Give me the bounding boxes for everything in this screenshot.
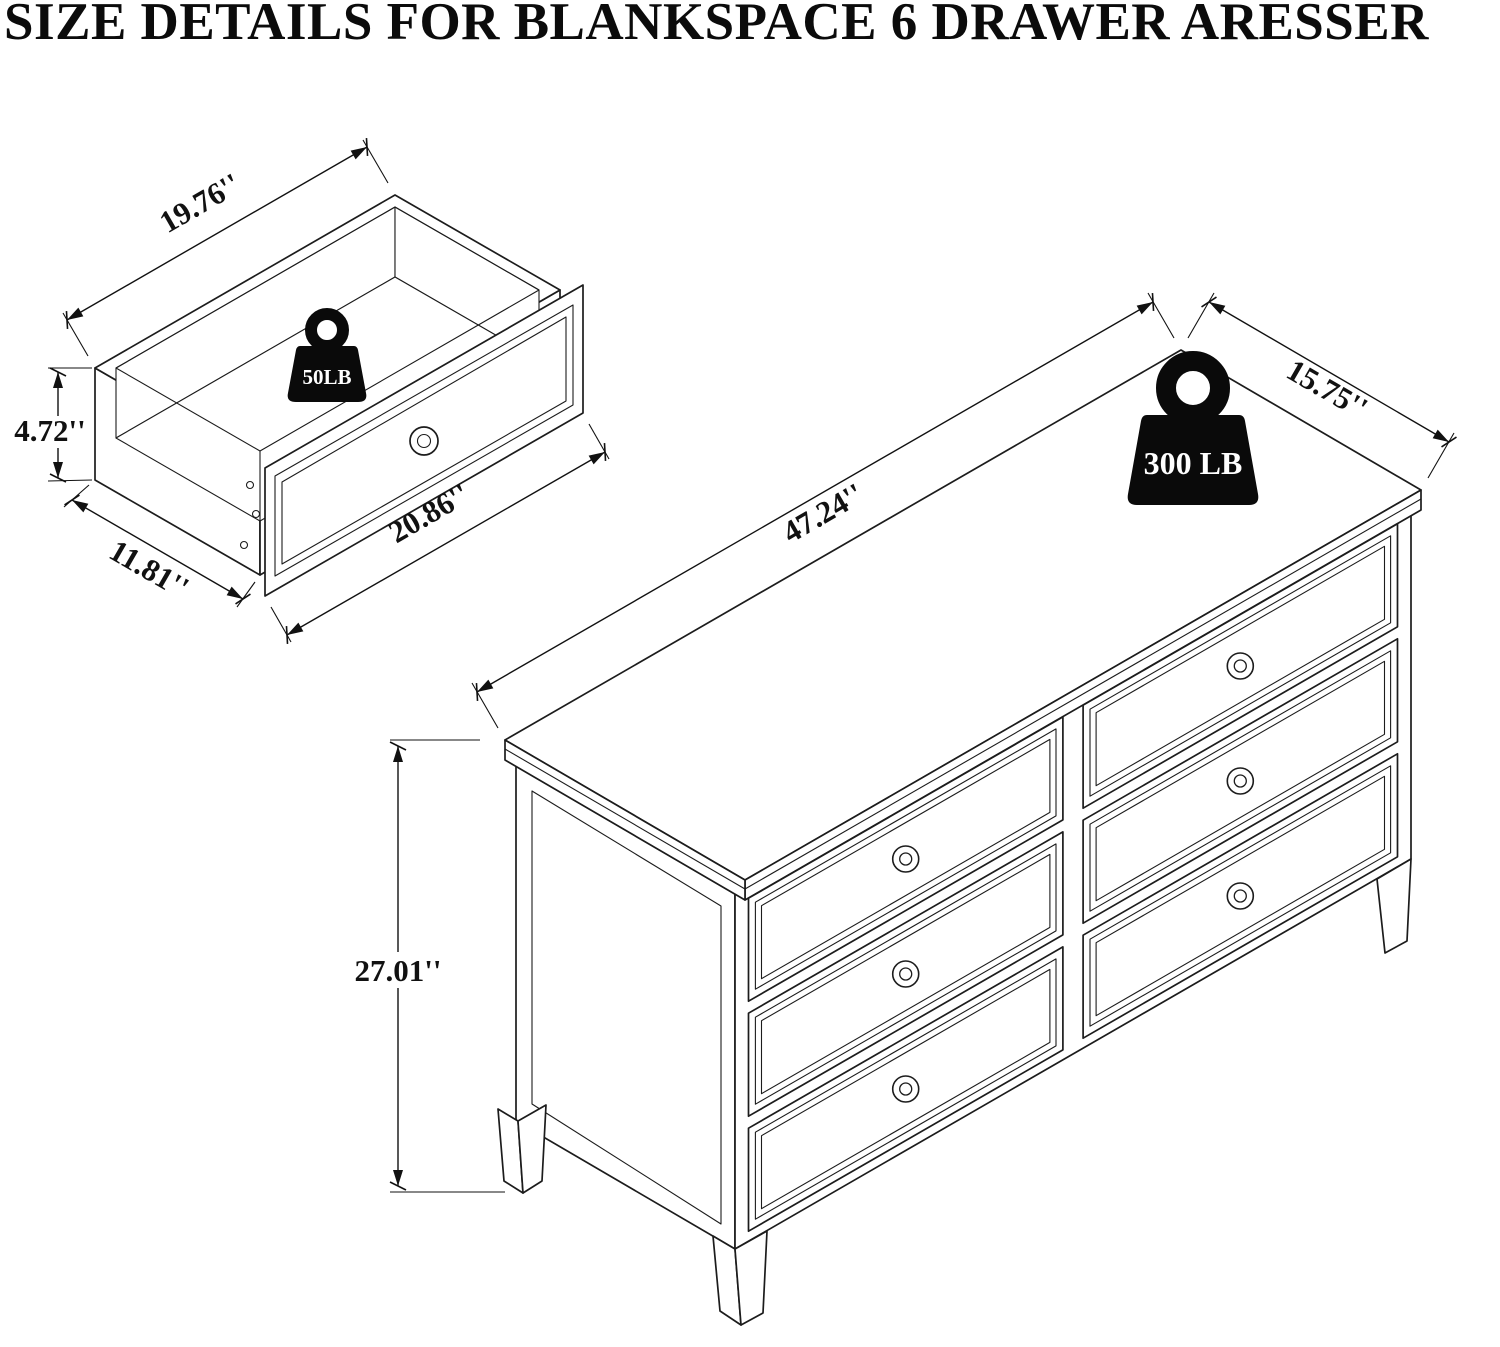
drawer-top-length-label: 19.76'' xyxy=(153,166,246,240)
dresser-drawer-front xyxy=(747,716,1064,1003)
drawer-knob-icon xyxy=(899,967,913,981)
drawer-weight-capacity-label: 50LB xyxy=(302,365,351,389)
drawer-depth-label: 11.81'' xyxy=(104,532,195,605)
drawer-knob-icon xyxy=(1233,774,1247,788)
dresser-drawer-front xyxy=(747,831,1064,1118)
dresser-height-dimension: 27.01'' xyxy=(342,739,505,1193)
weight-300lb-icon: 300 LB xyxy=(1127,351,1259,505)
drawer-height-dimension: 4.72'' xyxy=(6,367,94,483)
dresser-weight-capacity-label: 300 LB xyxy=(1144,445,1243,481)
drawer-knob-icon xyxy=(1233,659,1247,673)
dresser-drawer-front xyxy=(747,946,1064,1233)
screw-hole-icon xyxy=(239,540,249,550)
dresser-top-left-edge xyxy=(504,739,746,901)
drawer-knob-icon xyxy=(1233,889,1247,903)
drawer-height-label: 4.72'' xyxy=(14,413,85,448)
dresser-drawer-front xyxy=(1082,637,1399,925)
drawer-diagram: 19.76'' 4.72'' 11.81'' xyxy=(6,138,610,644)
dresser-height-label: 27.01'' xyxy=(355,953,442,988)
drawer-knob-inner-icon xyxy=(416,433,432,449)
dresser-depth-label: 15.75'' xyxy=(1281,352,1374,426)
dresser-diagram: 47.24'' 15.75'' 27.01'' 300 LB xyxy=(342,292,1457,1326)
dresser-drawer-front xyxy=(1082,752,1399,1040)
drawer-knob-icon xyxy=(899,1082,913,1096)
screw-hole-icon xyxy=(245,480,255,490)
diagram-title: SIZE DETAILS FOR BLANKSPACE 6 DRAWER ARE… xyxy=(4,0,1429,51)
drawer-knob-icon xyxy=(899,852,913,866)
dresser-drawer-grid xyxy=(747,522,1399,1233)
dresser-legs xyxy=(497,858,1412,1326)
weight-50lb-icon: 50LB xyxy=(287,308,367,402)
screw-hole-icon xyxy=(251,509,261,519)
dresser-left-panel-frame xyxy=(531,790,722,1225)
label-backplate xyxy=(342,952,454,988)
dresser-drawer-front xyxy=(1082,522,1399,810)
label-backplate xyxy=(6,416,94,448)
